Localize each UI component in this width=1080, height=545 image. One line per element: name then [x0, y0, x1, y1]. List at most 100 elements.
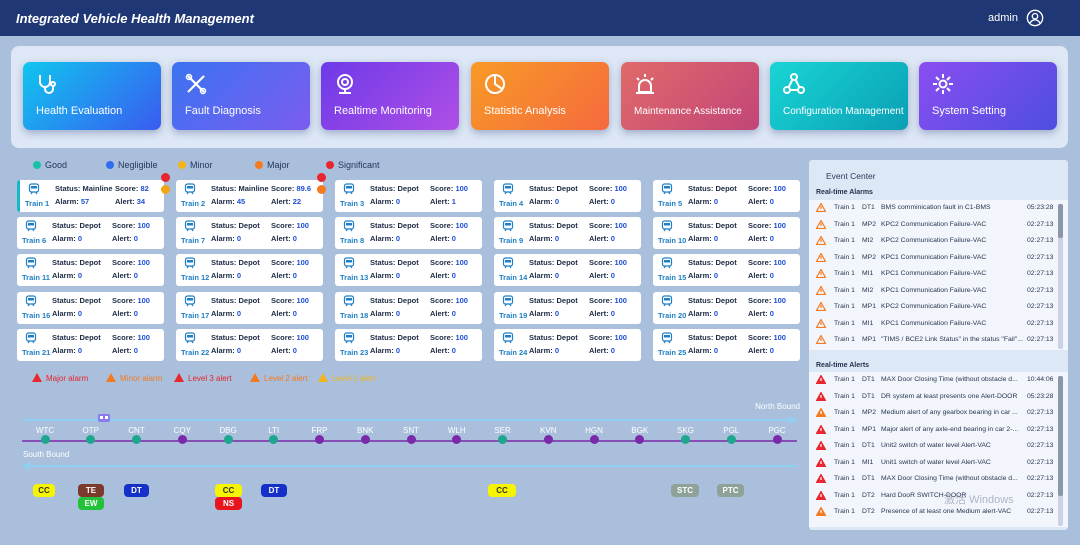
module-fault-diagnosis[interactable]: Fault Diagnosis	[172, 62, 310, 130]
train-alert: Alert: 0	[589, 234, 615, 243]
station-bgk[interactable]: BGK	[625, 426, 655, 444]
train-icon	[502, 332, 514, 344]
legend-dot	[326, 161, 334, 169]
module-health-evaluation[interactable]: Health Evaluation	[23, 62, 161, 130]
train-tag-cc[interactable]: CC	[215, 484, 242, 497]
module-maintenance-assistance[interactable]: Maintenance Assistance	[621, 62, 759, 130]
station-frp[interactable]: FRP	[305, 426, 335, 444]
train-tag-stc[interactable]: STC	[671, 484, 699, 497]
station-cqy[interactable]: CQY	[167, 426, 197, 444]
major-alarm-badge-icon[interactable]	[317, 173, 326, 182]
train-tag-cc[interactable]: CC	[488, 484, 516, 497]
minor-alarm-badge-icon[interactable]	[161, 185, 170, 194]
event-time: 02:27:13	[1027, 220, 1054, 228]
module-statistic-analysis[interactable]: Statistic Analysis	[471, 62, 609, 130]
module-system-setting[interactable]: System Setting	[919, 62, 1057, 130]
username[interactable]: admin	[988, 12, 1018, 24]
station-bnk[interactable]: BNK	[350, 426, 380, 444]
train-tag-ptc[interactable]: PTC	[717, 484, 744, 497]
train-tag-te[interactable]: TE	[78, 484, 104, 497]
station-ser[interactable]: SER	[488, 426, 518, 444]
train-tag-dt[interactable]: DT	[124, 484, 149, 497]
train-position-icon[interactable]	[97, 413, 111, 424]
train-tag-ns[interactable]: NS	[215, 497, 242, 510]
alarm-scrollbar[interactable]	[1058, 204, 1063, 349]
alert-value: 1	[451, 197, 456, 206]
station-hgn[interactable]: HGN	[579, 426, 609, 444]
alert-label: Alert:	[748, 271, 768, 280]
station-pgl[interactable]: PGL	[716, 426, 746, 444]
alert-scrollbar[interactable]	[1058, 376, 1063, 526]
train-tag-ew[interactable]: EW	[78, 497, 104, 510]
station-wtc[interactable]: WTC	[30, 426, 60, 444]
station-pgc[interactable]: PGC	[762, 426, 792, 444]
station-otp[interactable]: OTP	[76, 426, 106, 444]
status-label: Status:	[52, 296, 78, 305]
module-realtime-monitoring[interactable]: Realtime Monitoring	[321, 62, 459, 130]
station-dbg[interactable]: DBG	[213, 426, 243, 444]
station-skg[interactable]: SKG	[671, 426, 701, 444]
event-car: MI2	[862, 286, 874, 294]
major-alarm-badge-icon[interactable]	[161, 173, 170, 182]
station-lti[interactable]: LTI	[259, 426, 289, 444]
module-configuration-management[interactable]: Configuration Management	[770, 62, 908, 130]
alarm-legend-item: Level 2 alert	[250, 373, 308, 383]
alert-label: Alert:	[430, 309, 450, 318]
alarm-value: 0	[554, 271, 560, 280]
station-cnt[interactable]: CNT	[122, 426, 152, 444]
train-tag-dt[interactable]: DT	[261, 484, 287, 497]
station-wlh[interactable]: WLH	[442, 426, 472, 444]
user-account-icon[interactable]	[1026, 9, 1044, 27]
station-snt[interactable]: SNT	[396, 426, 426, 444]
station-dot	[360, 435, 370, 444]
major-alarm-badge-icon[interactable]	[317, 185, 326, 194]
train-tag-cc[interactable]: CC	[33, 484, 55, 497]
station-kvn[interactable]: KVN	[533, 426, 563, 444]
